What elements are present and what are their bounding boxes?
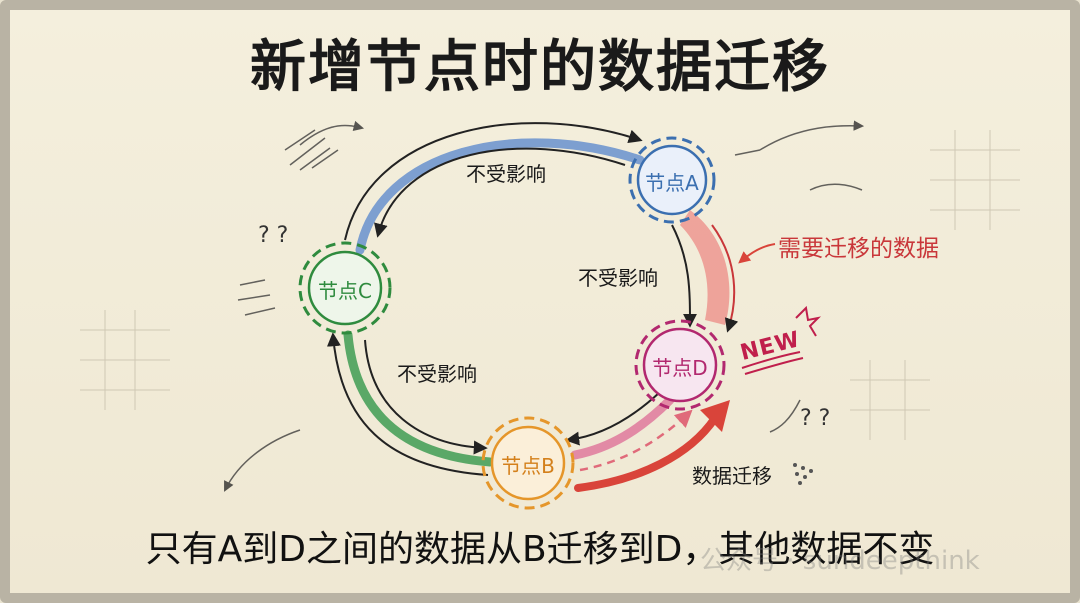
migration-dashed-arrow — [579, 409, 693, 472]
node-c-circle — [298, 241, 392, 335]
node-d-label: 节点D — [652, 356, 708, 380]
arc-c-to-a-outer — [344, 122, 643, 241]
node-b-circle — [481, 416, 575, 510]
node-a-label: 节点A — [645, 171, 699, 195]
svg-text:? ?: ? ? — [800, 406, 830, 431]
migration-big-arrow — [574, 414, 719, 492]
grid-doodle-left — [80, 310, 170, 410]
arc-c-to-b-inner — [364, 339, 488, 455]
arc-a-to-d-inner — [671, 224, 697, 328]
migration-region — [680, 210, 730, 325]
node-d-circle — [634, 319, 726, 411]
grid-doodle-right — [850, 130, 1020, 440]
right-arc-label: 不受影响 — [578, 266, 658, 290]
arc-c-to-a-band — [355, 138, 645, 255]
node-a-circle — [628, 136, 716, 224]
migration-big-arrowhead — [700, 400, 730, 432]
scribble-doodles — [224, 120, 865, 492]
new-sparkle — [741, 305, 822, 375]
left-arc-label: 不受影响 — [397, 362, 477, 386]
arc-b-to-c-band — [343, 330, 495, 467]
migration-region-arrow — [711, 224, 739, 333]
arc-d-to-b-inner — [565, 391, 661, 446]
question-marks: ? ? ? ? — [258, 223, 830, 431]
node-b-label: 节点B — [501, 454, 555, 478]
top-arc-label: 不受影响 — [466, 162, 546, 186]
arc-b-to-c-outer — [326, 332, 489, 476]
needs-migration-pointer — [738, 243, 776, 264]
caption: 只有A到D之间的数据从B迁移到D，其他数据不变 — [145, 529, 935, 570]
watermark: 公众号 · sundeepthink — [700, 546, 980, 576]
needs-migration-label: 需要迁移的数据 — [778, 236, 939, 262]
node-c-label: 节点C — [318, 279, 372, 303]
arc-d-to-b-band — [570, 395, 675, 460]
arc-a-to-c-inner — [374, 147, 626, 238]
diagram-title: 新增节点时的数据迁移 — [250, 35, 830, 100]
migration-label: 数据迁移 — [692, 464, 772, 488]
migration-dots — [793, 463, 813, 485]
svg-text:? ?: ? ? — [258, 223, 288, 248]
